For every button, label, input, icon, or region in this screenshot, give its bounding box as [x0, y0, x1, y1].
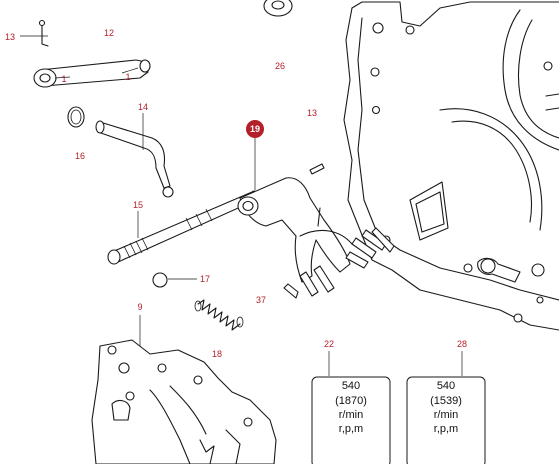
speed-box-28-teeth: (1539) [430, 395, 462, 407]
callout-18: 18 [212, 349, 222, 359]
pin-part-13a [38, 19, 49, 47]
callout-28: 28 [457, 339, 467, 349]
speed-box-22: 540 (1870) r/min r,p,m [311, 376, 391, 464]
speed-box-28-unit: r/min [434, 409, 458, 421]
gear-housing [343, 1, 559, 331]
callout-labels: 13 12 1 1 26 14 13 16 15 17 37 9 18 22 2… [5, 28, 467, 359]
callout-16: 16 [75, 151, 85, 161]
callout-1b: 1 [125, 72, 130, 82]
callout-22: 22 [324, 339, 334, 349]
shift-shaft-part-15 [107, 190, 258, 265]
spring-part-37 [194, 299, 244, 331]
shift-fork-part-19 [237, 177, 353, 283]
speed-box-22-rpm: 540 [342, 380, 360, 392]
bushing-top [263, 0, 293, 17]
cover-housing-part-9 [91, 339, 277, 464]
speed-box-22-unit-alt: r,p,m [339, 423, 363, 435]
callout-12: 12 [104, 28, 114, 38]
callout-15: 15 [133, 200, 143, 210]
o-ring-part-16 [67, 106, 85, 128]
callout-26: 26 [275, 61, 285, 71]
callout-14: 14 [138, 102, 148, 112]
fork-pads [283, 227, 395, 299]
speed-box-22-teeth: (1870) [335, 395, 367, 407]
leader-lines [20, 35, 463, 376]
callout-13a: 13 [5, 32, 15, 42]
callout-9: 9 [137, 302, 142, 312]
callout-19: 19 [250, 124, 260, 134]
speed-box-22-unit: r/min [339, 409, 363, 421]
speed-box-28-rpm: 540 [437, 380, 455, 392]
bent-rod-part-14 [95, 120, 174, 198]
detent-ball-part-17 [152, 272, 168, 288]
callout-13b: 13 [307, 108, 317, 118]
callout-17: 17 [200, 274, 210, 284]
callout-19-highlight: 19 [246, 120, 264, 138]
speed-box-28-unit-alt: r,p,m [434, 423, 458, 435]
speed-box-28: 540 (1539) r/min r,p,m [406, 376, 486, 464]
lever-arm-part-12 [33, 59, 151, 88]
roll-pin-part-13b [309, 163, 325, 175]
callout-1a: 1 [61, 74, 66, 84]
callout-37: 37 [256, 295, 266, 305]
